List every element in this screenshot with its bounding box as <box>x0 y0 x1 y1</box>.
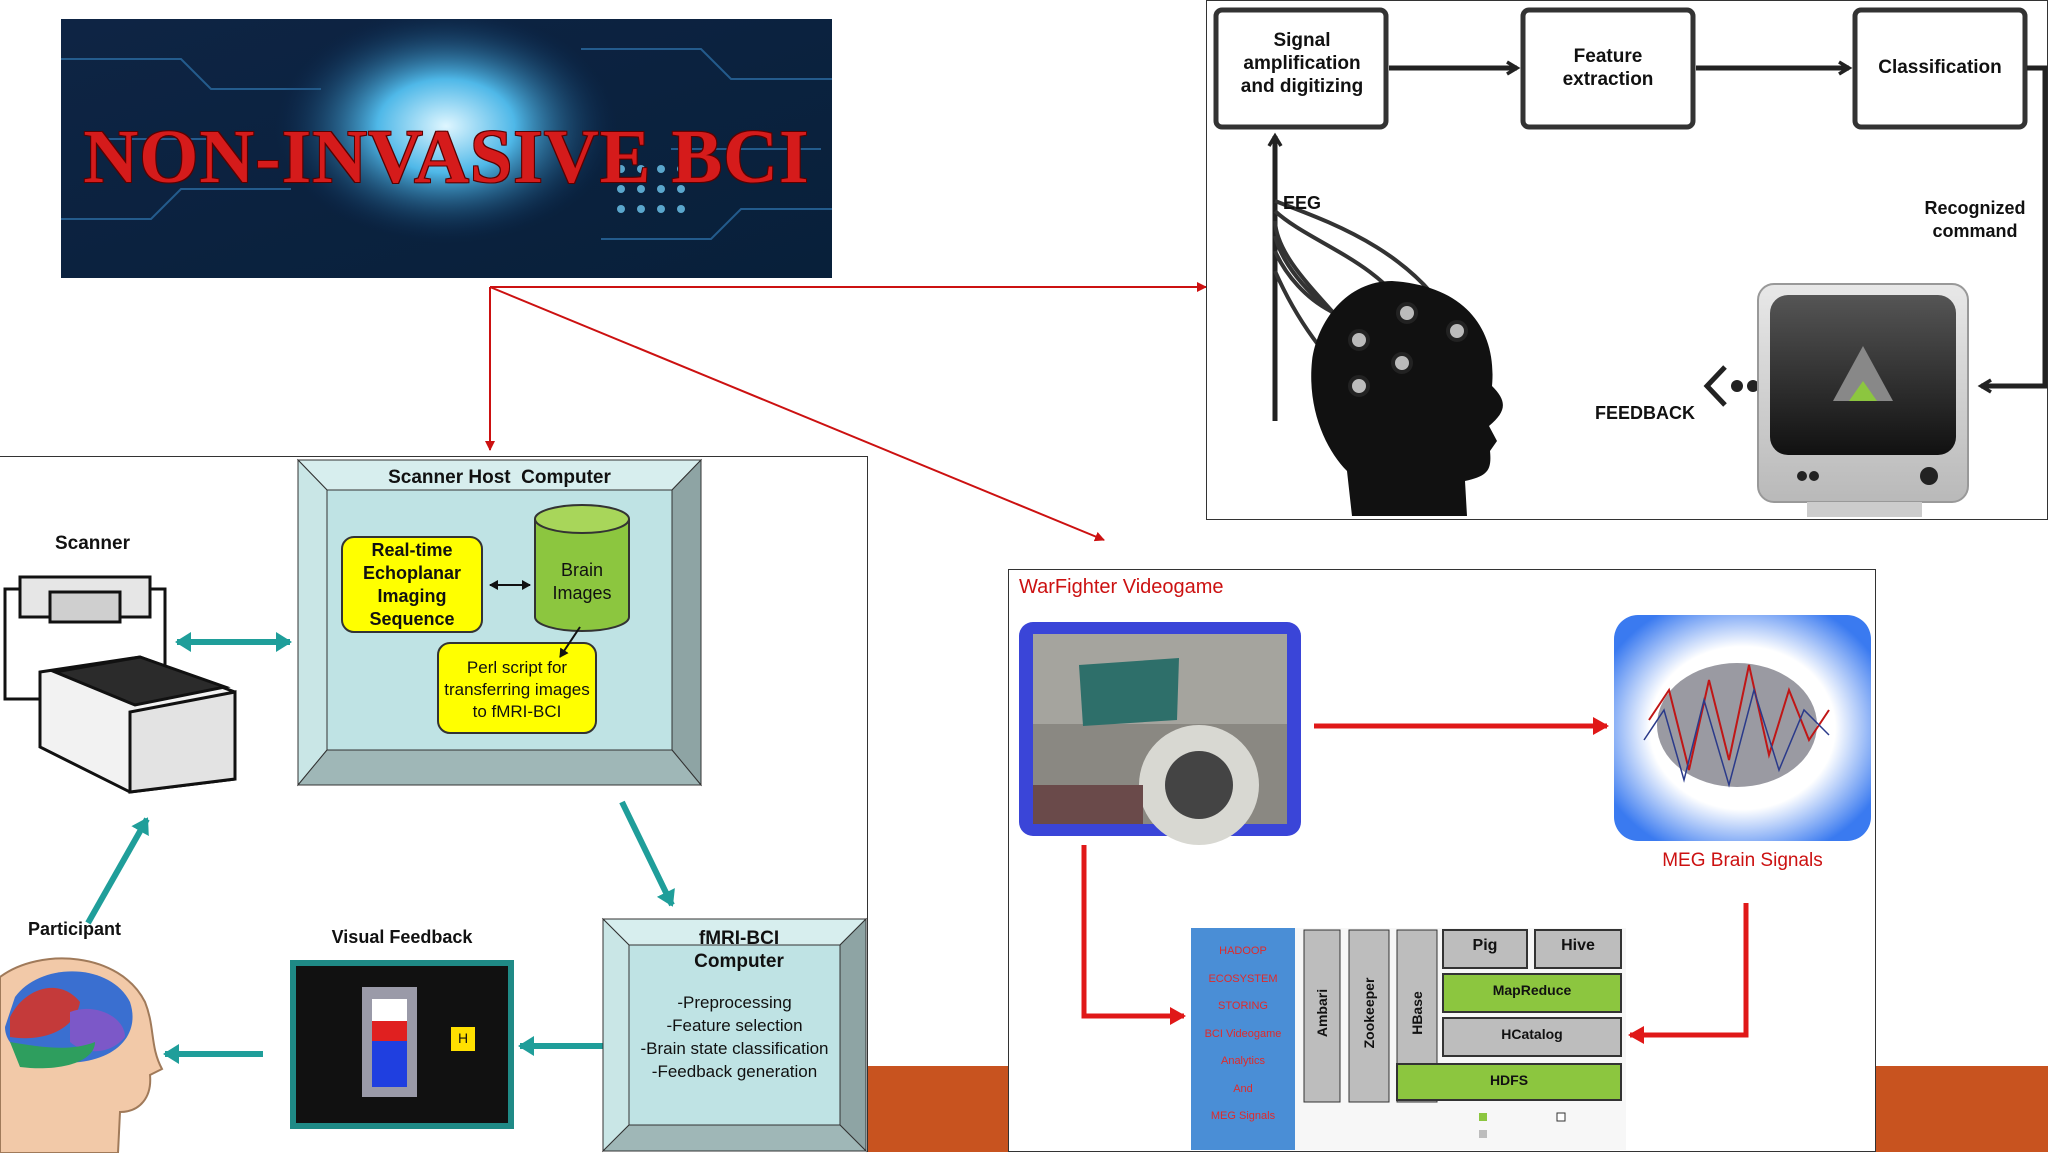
banner-title: NON-INVASIVE BCI <box>83 115 810 199</box>
signal-box <box>1213 7 1389 130</box>
warfighter-title: WarFighter Videogame <box>1019 576 1224 598</box>
visual-feedback-label: Visual Feedback <box>331 927 473 947</box>
decorative-stripe-right <box>1876 1066 2048 1152</box>
signal-box-label: Signal amplification and digitizing <box>1240 30 1364 97</box>
participant-label: Participant <box>28 919 122 939</box>
realtime-box-label: Real-time Echoplanar Imaging Sequence <box>362 540 462 629</box>
hadoop-sidebar-item: STORING <box>1218 1000 1268 1012</box>
recognized-command-label: Recognized command <box>1924 198 2026 241</box>
realtime-box <box>341 536 483 633</box>
hbase-label: HBase <box>1409 991 1425 1035</box>
eeg-label: EEG <box>1283 193 1322 213</box>
mapreduce-label: MapReduce <box>1492 982 1572 998</box>
arrow-to-warfighter <box>489 286 1105 542</box>
step-item: -Feedback generation <box>651 1062 818 1081</box>
brain-images-label: Brain Images <box>552 560 612 603</box>
brain-images-cylinder <box>534 504 630 632</box>
fmri-steps-list: -Preprocessing -Feature selection -Brain… <box>629 991 840 1083</box>
meg-brain-image <box>1614 615 1871 841</box>
scanner-host-title: Scanner Host Computer <box>388 467 611 488</box>
scanner-label: Scanner <box>55 533 130 554</box>
monitor-icon <box>1757 283 1969 517</box>
visual-feedback-screen <box>290 960 514 1129</box>
step-item: -Preprocessing <box>677 993 792 1012</box>
feature-box-label: Feature extraction <box>1562 46 1654 90</box>
warfighter-diagram <box>1019 615 1871 1150</box>
hadoop-sidebar-item: HADOOP <box>1219 945 1267 957</box>
hadoop-sidebar-item: And <box>1233 1082 1253 1095</box>
perl-box-label: Perl script for transferring images to f… <box>444 658 590 721</box>
fmri-bci-panel: Scanner Scanner Host Computer Real-time … <box>0 456 868 1154</box>
classification-box-label: Classification <box>1878 57 2002 78</box>
hadoop-sidebar-item: BCI Videogame <box>1204 1027 1282 1040</box>
hadoop-sidebar-item: MEG Signals <box>1210 1110 1276 1122</box>
feedback-label: FEEDBACK <box>1595 403 1696 423</box>
decorative-stripe-left <box>868 1066 1008 1152</box>
hadoop-sidebar-item: ECOSYSTEM <box>1208 972 1278 985</box>
eeg-pipeline-diagram <box>1213 7 2048 517</box>
hadoop-ecosystem-diagram <box>1191 928 1626 1150</box>
hdfs-label: HDFS <box>1489 1072 1529 1088</box>
hadoop-sidebar: HADOOP ECOSYSTEM STORING BCI Videogame A… <box>1191 938 1295 1131</box>
circuit-brain-image <box>61 19 832 278</box>
hcatalog-label: HCatalog <box>1501 1026 1563 1042</box>
step-item: -Brain state classification <box>640 1039 829 1058</box>
hive-label: Hive <box>1561 937 1595 954</box>
classification-box <box>1852 7 2028 130</box>
zookeeper-label: Zookeeper <box>1361 977 1377 1049</box>
ambari-label: Ambari <box>1314 988 1330 1038</box>
eeg-bci-panel: Signal amplification and digitizing Feat… <box>1206 0 2048 520</box>
pig-label: Pig <box>1472 937 1498 954</box>
mri-scanner-icon <box>3 575 237 794</box>
fmri-bci-computer-title: fMRI-BCI Computer <box>694 928 784 972</box>
fmri-bci-computer-frame <box>601 917 868 1153</box>
perl-box <box>437 642 597 734</box>
title-banner: NON-INVASIVE BCI <box>61 19 832 278</box>
videogame-photo <box>1019 622 1301 845</box>
warfighter-panel: WarFighter Videogame MEG Brain Signals H… <box>1008 569 1876 1152</box>
participant-head-icon <box>0 957 164 1154</box>
meg-label: MEG Brain Signals <box>1662 850 1823 871</box>
feature-box <box>1520 7 1696 130</box>
step-item: -Feature selection <box>666 1016 803 1035</box>
hadoop-sidebar-item: Analytics <box>1220 1055 1266 1067</box>
fmri-diagram <box>0 458 868 1154</box>
feedback-marker: H <box>457 1030 469 1046</box>
